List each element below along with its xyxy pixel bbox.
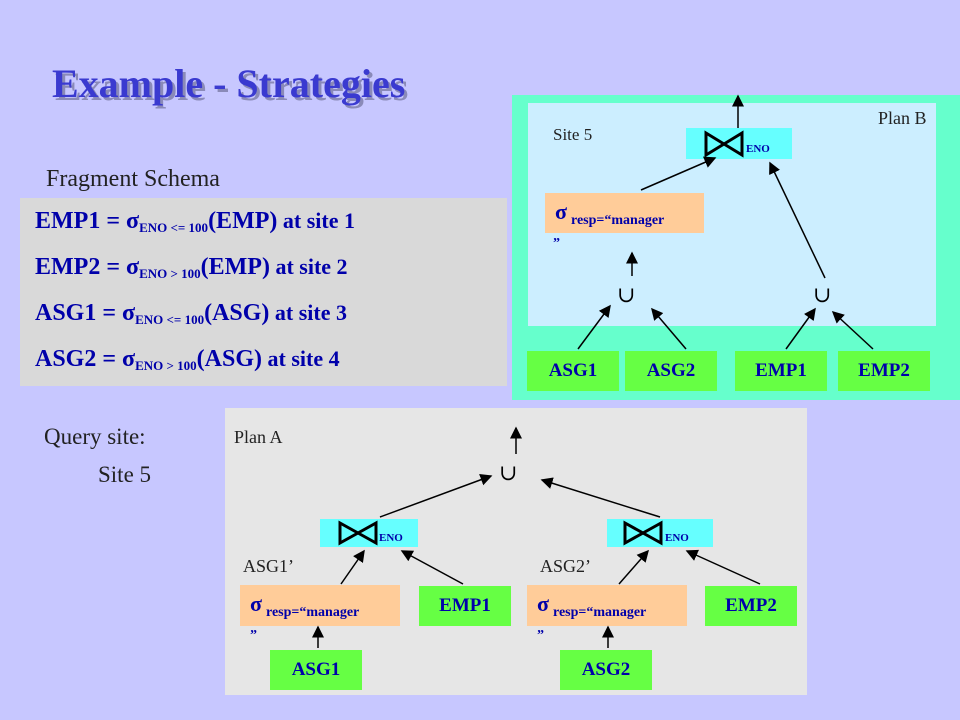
sigma-icon: σ [555, 199, 567, 224]
fragment-schema-heading: Fragment Schema [46, 166, 220, 192]
plan-b-select-node: σ resp=“manager [545, 193, 704, 233]
plan-a-right-annot: ASG2’ [540, 556, 592, 576]
plan-a-right-select-cont: ” [537, 628, 544, 643]
plan-a-left-join-node: ENO [320, 519, 418, 547]
plan-a-union: ∪ [499, 460, 518, 485]
plan-b-label: Plan B [878, 108, 927, 128]
fragment-schema-box: EMP1 = σENO <= 100(EMP) at site 1 EMP2 =… [20, 198, 507, 386]
plan-a-left-select-cont: ” [250, 628, 257, 643]
plan-a-left-select-node: σ resp=“manager [240, 585, 400, 626]
query-site-label: Query site: [44, 424, 146, 449]
plan-b-union-asg: ∪ [617, 282, 636, 307]
query-site-value: Site 5 [98, 462, 152, 487]
plan-b-leaf-emp2: EMP2 [838, 351, 930, 391]
plan-a-right-select-node: σ resp=“manager [527, 585, 687, 626]
plan-a-panel [225, 408, 807, 695]
schema-line-3: ASG1 = σENO <= 100(ASG) at site 3 [35, 300, 348, 327]
sigma-icon: σ [250, 591, 262, 616]
plan-a-leaf-emp2: EMP2 [705, 586, 797, 626]
plan-b-leaf-asg2: ASG2 [625, 351, 717, 391]
schema-line-2: EMP2 = σENO > 100(EMP) at site 2 [35, 254, 348, 281]
bowtie-join-icon [623, 520, 663, 546]
plan-a-left-annot: ASG1’ [243, 556, 295, 576]
plan-a-leaf-asg1: ASG1 [270, 650, 362, 690]
plan-b-leaf-emp1: EMP1 [735, 351, 827, 391]
schema-line-4: ASG2 = σENO > 100(ASG) at site 4 [35, 346, 340, 373]
bowtie-join-icon [704, 130, 744, 158]
bowtie-join-icon [338, 520, 378, 546]
plan-b-site-label: Site 5 [553, 125, 593, 144]
plan-a-label: Plan A [234, 427, 283, 447]
plan-a-leaf-asg2: ASG2 [560, 650, 652, 690]
plan-b-leaf-asg1: ASG1 [527, 351, 619, 391]
plan-b-select-cont: ” [553, 236, 560, 251]
plan-b-join-node: ENO [686, 128, 792, 159]
plan-a-leaf-emp1: EMP1 [419, 586, 511, 626]
sigma-icon: σ [537, 591, 549, 616]
schema-line-1: EMP1 = σENO <= 100(EMP) at site 1 [35, 208, 355, 235]
page-title: Example - Strategies [52, 61, 406, 106]
plan-b-union-emp: ∪ [813, 282, 832, 307]
plan-a-right-join-node: ENO [607, 519, 713, 547]
